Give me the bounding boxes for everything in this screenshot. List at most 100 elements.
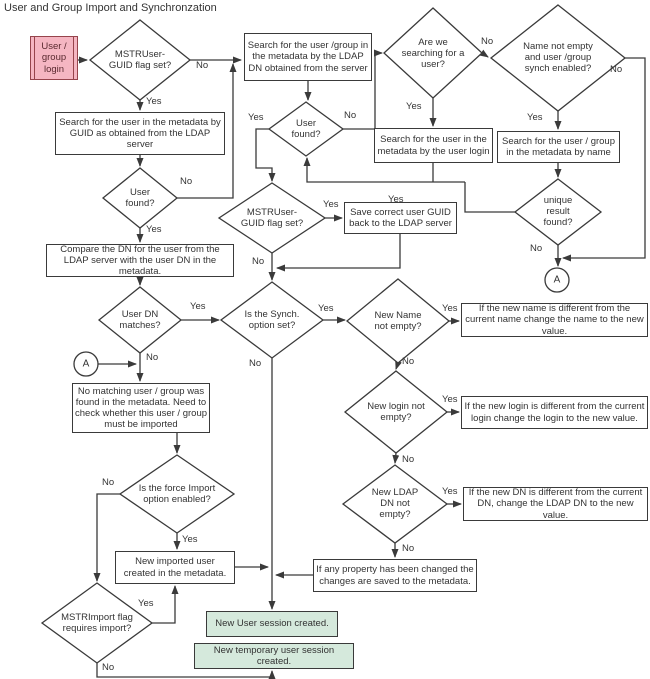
terminator-side-bar [73,37,74,79]
diamond-new-login-not-empty [343,370,449,454]
edge-label: Yes [406,101,422,112]
edge-label: Yes [388,194,404,205]
edge-label: No [530,243,543,254]
node-label: If the new DN is different from the curr… [468,487,643,521]
node-compare-dn: Compare the DN for the user from the LDA… [46,244,234,277]
label-new-login-not-empty: New login not empty? [367,400,425,423]
node-label: Save correct user GUID back to the LDAP … [349,206,452,229]
node-label: Search for the user in the metadata by t… [377,134,490,157]
node-label: New imported user created in the metadat… [123,556,227,579]
node-save-guid: Save correct user GUID back to the LDAP … [344,202,457,234]
node-label: User / group login [41,41,67,75]
node-user-group-login: User / group login [30,36,78,80]
node-label: New User session created. [215,618,329,630]
diamond-are-we-searching [383,7,483,99]
edge-label: No [249,358,262,369]
node-new-temp-user-session: New temporary user session created. [194,643,354,669]
node-change-login: If the new login is different from the c… [461,396,648,429]
node-label: Search for the user in the metadata by G… [59,116,221,151]
decision-diamonds [40,4,627,664]
edge-label: No [402,356,415,367]
diamond-guid-flag-1 [88,19,192,101]
node-change-ldap-dn: If the new DN is different from the curr… [463,487,648,521]
label-guid-flag-2: MSTRUser-GUID flag set? [240,206,304,229]
edge-label: Yes [146,224,162,235]
node-search-by-login: Search for the user in the metadata by t… [374,128,493,163]
edge-label: No [610,64,623,75]
diamond-mstr-import-flag [40,582,154,664]
edge-label: No [146,352,159,363]
node-label: Search for the user / group in the metad… [501,135,615,158]
node-label: If the new name is different from the cu… [465,303,644,337]
label-unique-result: unique result found? [543,195,573,229]
edge-newname-no [395,360,402,370]
edge-label: Yes [442,303,458,314]
edge-arrows [78,49,646,679]
label-force-import: Is the force Import option enabled? [138,482,216,505]
edge-namenotempty-no [562,57,646,262]
diamond-new-ldap-dn-not-empty [341,464,449,544]
connector-a-2-circle [73,351,99,377]
label-connector-a-2: A [82,358,90,370]
edge-label: No [402,454,415,465]
terminator-side-bar [34,37,35,79]
diamond-name-not-empty-synch [489,4,627,112]
edge-arewesearching-no [479,49,489,58]
edge-label: Yes [527,112,543,123]
label-name-not-empty-synch: Name not empty and user /group synch ena… [523,41,593,75]
label-guid-flag-1: MSTRUser-GUID flag set? [108,48,172,71]
label-are-we-searching: Are we searching for a user? [401,37,465,71]
edge-label: Yes [146,96,162,107]
edge-uniqueresult-yes [464,182,515,213]
label-user-found-2: User found? [291,117,321,140]
edge-label: No [180,176,193,187]
edge-saveguid-out [276,234,401,272]
node-new-user-session: New User session created. [206,611,338,637]
edge-label: Yes [190,301,206,312]
edge-label: No [102,477,115,488]
node-change-name: If the new name is different from the cu… [461,303,648,337]
diamond-user-found-1 [101,167,179,229]
edge-mstrimport-yes [152,585,179,624]
diamond-user-dn-matches [97,286,183,354]
diamond-guid-flag-2 [217,182,327,254]
edge-userfound1-no [177,63,237,199]
label-user-dn-matches: User DN matches? [119,308,161,331]
label-synch-option: Is the Synch. option set? [244,308,300,331]
edge-forceimport-no [93,493,120,582]
node-label: No matching user / group was found in th… [75,385,208,431]
edge-label: No [344,110,357,121]
label-mstr-import-flag: MSTRImport flag requires import? [61,611,133,634]
node-label: Compare the DN for the user from the LDA… [60,243,220,278]
label-user-found-1: User found? [125,186,155,209]
label-new-name-not-empty: New Name not empty? [374,309,422,332]
edge-label: Yes [442,394,458,405]
node-search-by-ldap-dn: Search for the user /group in the metada… [244,33,372,81]
diamond-synch-option [219,281,325,359]
node-no-matching-user: No matching user / group was found in th… [72,383,210,433]
diamond-new-name-not-empty [345,278,451,364]
edge-label: No [102,662,115,673]
edge-label: No [481,36,494,47]
node-search-by-name: Search for the user / group in the metad… [497,131,620,163]
edge-label: Yes [318,303,334,314]
edge-label: Yes [138,598,154,609]
edge-userfound2-yes [255,128,276,182]
edge-label: Yes [442,486,458,497]
label-connector-a-1: A [553,274,561,286]
edge-label: No [196,60,209,71]
edge-newlogin-no [392,452,400,464]
edge-userfound2-no [343,49,383,130]
edge-label: No [252,256,265,267]
node-new-imported-user: New imported user created in the metadat… [115,551,235,584]
edge-mstrimport-no [96,663,276,679]
diagram-title: User and Group Import and Synchronzation [4,2,217,14]
diamond-unique-result [513,178,603,246]
label-new-ldap-dn-not-empty: New LDAP DN not empty? [371,487,419,521]
node-label: Search for the user /group in the metada… [247,40,369,74]
edge-label: No [402,543,415,554]
diamond-user-found-2 [267,101,345,157]
edge-loop-to-userfound2 [303,157,465,183]
